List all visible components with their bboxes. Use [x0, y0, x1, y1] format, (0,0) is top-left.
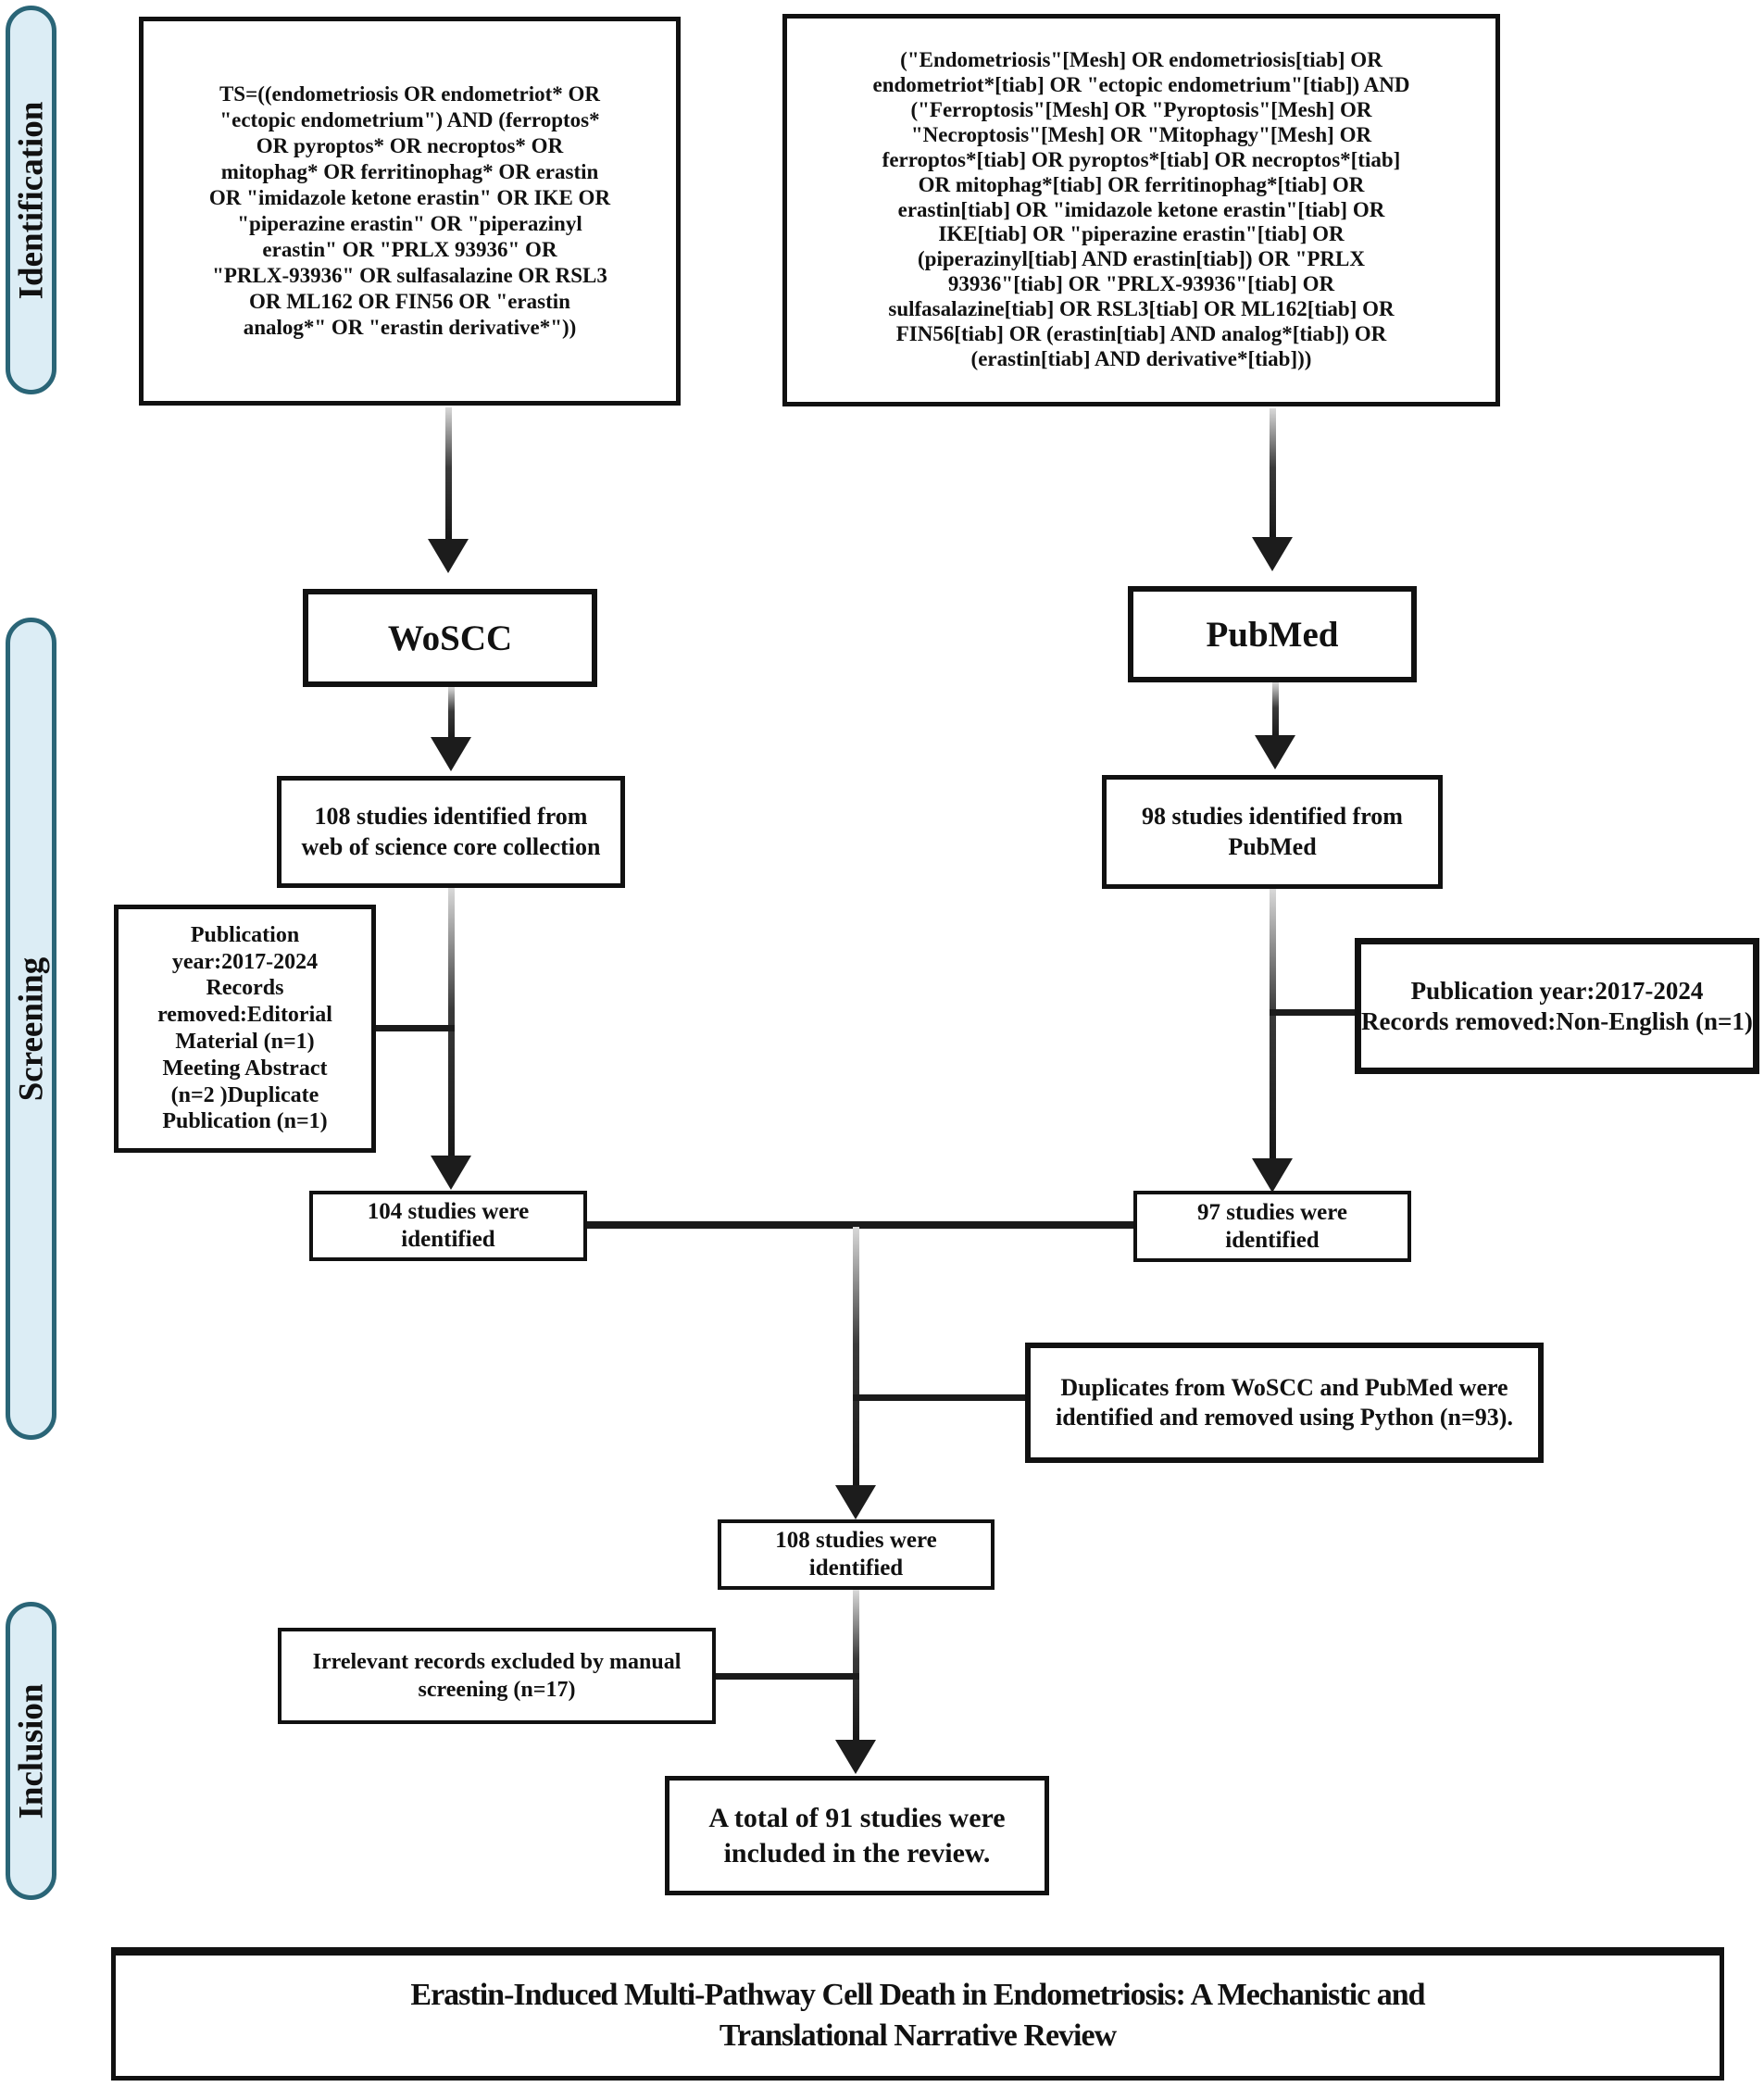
- stage-label-screening: Screening: [12, 956, 51, 1101]
- pubmed-exclusion-box: Publication year:2017-2024 Records remov…: [1355, 938, 1759, 1074]
- wos-search-query-box: TS=((endometriosis OR endometriot* OR "e…: [139, 17, 681, 406]
- stage-label-inclusion: Inclusion: [12, 1682, 51, 1819]
- irrelevant-excluded-text: Irrelevant records excluded by manual sc…: [312, 1650, 682, 1702]
- connector-merge-vertical: [853, 1227, 859, 1488]
- pubmed-box: PubMed: [1128, 586, 1417, 682]
- pubmed-exclusion-text: Publication year:2017-2024 Records remov…: [1361, 976, 1753, 1035]
- wos-exclusion-box: Publication year:2017-2024 Records remov…: [114, 905, 376, 1153]
- stage-bar-identification: Identification: [6, 6, 56, 394]
- wos-identified-count-box: 108 studies identified from web of scien…: [277, 776, 625, 888]
- pubmed-label: PubMed: [1206, 614, 1339, 655]
- arrowhead-pmquery-to-pubmed: [1252, 537, 1293, 571]
- connector-merged-to-included: [853, 1590, 859, 1743]
- connector-woscc-to-count: [448, 687, 455, 741]
- wos-screened-box: 104 studies were identified: [309, 1191, 587, 1261]
- stage-bar-screening: Screening: [6, 618, 56, 1440]
- duplicates-removed-text: Duplicates from WoSCC and PubMed were id…: [1056, 1373, 1513, 1431]
- merged-count-box: 108 studies were identified: [718, 1519, 995, 1590]
- wos-identified-count-text: 108 studies identified from web of scien…: [301, 803, 601, 860]
- review-title-text: Erastin-Induced Multi-Pathway Cell Death…: [410, 1977, 1425, 2053]
- pubmed-identified-count-box: 98 studies identified from PubMed: [1102, 775, 1443, 889]
- review-title-box: Erastin-Induced Multi-Pathway Cell Death…: [111, 1947, 1724, 2081]
- connector-pmcount-to-screened: [1270, 889, 1276, 1161]
- included-total-text: A total of 91 studies were included in t…: [708, 1803, 1006, 1868]
- connector-pmquery-to-pubmed: [1270, 408, 1276, 540]
- arrowhead-pubmed-to-count: [1255, 735, 1295, 769]
- pubmed-screened-text: 97 studies were identified: [1196, 1199, 1348, 1253]
- wos-exclusion-text: Publication year:2017-2024 Records remov…: [157, 922, 332, 1134]
- arrowhead-merged-to-included: [835, 1740, 876, 1774]
- pubmed-search-query-box: ("Endometriosis"[Mesh] OR endometriosis[…: [782, 14, 1500, 406]
- irrelevant-excluded-box: Irrelevant records excluded by manual sc…: [278, 1628, 716, 1724]
- connector-pmexclusion-branch: [1270, 1009, 1355, 1016]
- connector-irrelevant-branch: [716, 1673, 859, 1680]
- connector-duplicates-branch: [853, 1394, 1025, 1401]
- arrowhead-pmcount-to-screened: [1252, 1158, 1293, 1193]
- woscc-label: WoSCC: [387, 618, 513, 658]
- pubmed-search-query-text: ("Endometriosis"[Mesh] OR endometriosis[…: [872, 48, 1410, 370]
- connector-pubmed-to-count: [1272, 682, 1279, 739]
- connector-woscount-to-screened: [448, 888, 455, 1158]
- connector-merge-horizontal: [587, 1221, 1133, 1229]
- wos-search-query-text: TS=((endometriosis OR endometriot* OR "e…: [208, 81, 611, 340]
- wos-screened-text: 104 studies were identified: [367, 1199, 530, 1252]
- stage-bar-inclusion: Inclusion: [6, 1602, 56, 1900]
- pubmed-screened-box: 97 studies were identified: [1133, 1191, 1411, 1262]
- pubmed-identified-count-text: 98 studies identified from PubMed: [1142, 803, 1403, 860]
- arrowhead-merge-to-merged: [835, 1485, 876, 1519]
- connector-wosexclusion-branch: [376, 1025, 455, 1031]
- arrowhead-wosquery-to-woscc: [428, 539, 469, 573]
- woscc-box: WoSCC: [303, 589, 597, 687]
- stage-label-identification: Identification: [12, 101, 50, 299]
- arrowhead-woscount-to-screened: [431, 1156, 471, 1190]
- duplicates-removed-box: Duplicates from WoSCC and PubMed were id…: [1025, 1343, 1544, 1463]
- included-total-box: A total of 91 studies were included in t…: [665, 1776, 1049, 1895]
- merged-count-text: 108 studies were identified: [775, 1528, 937, 1581]
- connector-wosquery-to-woscc: [445, 407, 452, 542]
- arrowhead-woscc-to-count: [431, 737, 471, 771]
